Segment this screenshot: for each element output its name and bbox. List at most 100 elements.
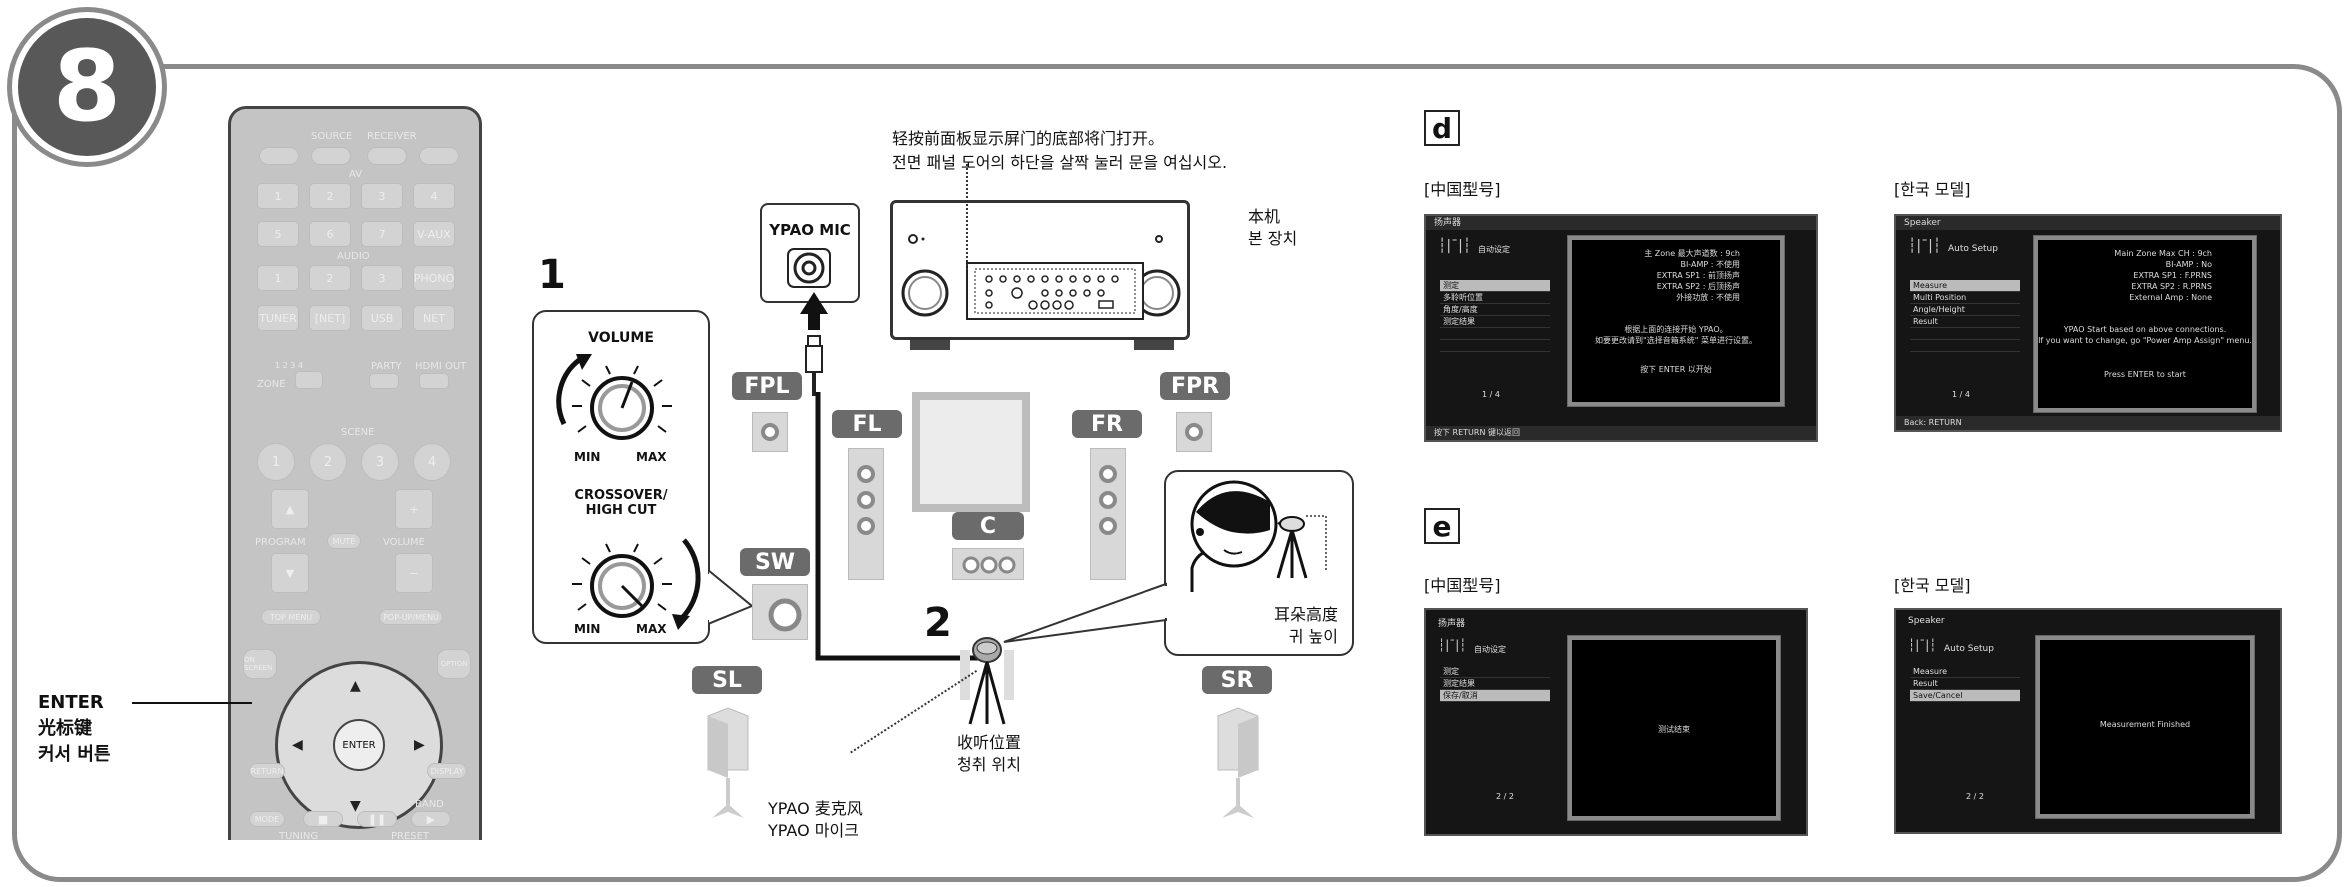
e-cn-menu-item[interactable]: 测定结果 [1440, 678, 1550, 690]
popup-menu-button[interactable]: POP-UP/MENU [379, 609, 443, 625]
usb-button[interactable]: USB [361, 305, 403, 331]
e-cn-menu-item[interactable]: 保存/取消 [1440, 690, 1550, 702]
crossover-title-line2: HIGH CUT [585, 503, 657, 518]
zone-numbers: 1 2 3 4 [275, 361, 303, 370]
audio2-button[interactable]: 2 [309, 265, 351, 291]
d-ko-menu-item[interactable]: Measure [1910, 280, 2020, 292]
fpl-channel-label: FPL [732, 372, 802, 400]
cursor-dpad[interactable]: ▲ ▼ ◀ ▶ ENTER [275, 661, 443, 829]
top-menu-button[interactable]: TOP MENU [261, 609, 321, 625]
e-cn-menu-item[interactable]: 测定 [1440, 666, 1550, 678]
e-cn-menu: 测定 测定结果 保存/取消 [1440, 666, 1550, 702]
d-ko-info-panel: Main Zone Max CH : 9ch BI-AMP : No EXTRA… [2033, 235, 2257, 413]
vaux-button[interactable]: V-AUX [413, 221, 455, 247]
hdmi-out-button[interactable] [419, 373, 449, 389]
cursor-up-icon[interactable]: ▲ [350, 678, 361, 694]
tuner-button[interactable]: TUNER [257, 305, 299, 331]
scene2-button[interactable]: 2 [309, 443, 347, 481]
remote-control: SOURCE RECEIVER AV 1 2 3 4 5 6 7 V-AUX A… [228, 106, 482, 840]
step-number-badge: 8 [12, 12, 162, 162]
receiver-foot-left [910, 340, 950, 350]
av4-button[interactable]: 4 [413, 183, 455, 209]
d-ko-speaker-icon: ┆|¯|┆ [1908, 238, 1942, 254]
d-cn-menu-item[interactable]: 测定结果 [1440, 316, 1550, 328]
d-ko-menu-item[interactable]: Angle/Height [1910, 304, 2020, 316]
av3-button[interactable]: 3 [361, 183, 403, 209]
main-unit-label-zh: 本机 [1248, 207, 1281, 226]
d-ko-menu-item[interactable]: Result [1910, 316, 2020, 328]
d-ko-info-line: External Amp : None [2129, 293, 2212, 302]
scene3-button[interactable]: 3 [361, 443, 399, 481]
d-cn-menu-item[interactable]: 测定 [1440, 280, 1550, 292]
audio1-button[interactable]: 1 [257, 265, 299, 291]
receiver-power-button[interactable] [419, 147, 459, 165]
on-screen-button[interactable]: ON SCREEN [243, 649, 277, 679]
e-ko-title: Auto Setup [1944, 644, 1994, 654]
enter-callout-ko: 커서 버튼 [38, 744, 111, 765]
display-button[interactable]: DISPLAY [427, 763, 467, 779]
volume-up-button[interactable]: + [395, 489, 433, 529]
av5-button[interactable]: 5 [257, 221, 299, 247]
volume-down-button[interactable]: − [395, 553, 433, 593]
knobbox-pointer-icon [708, 570, 754, 626]
d-ko-info-line: Main Zone Max CH : 9ch [2114, 249, 2212, 258]
play-button[interactable]: ▶ [411, 811, 451, 827]
d-cn-bottombar: 按下 RETURN 键以返回 [1426, 426, 1816, 440]
volume-knob-title: VOLUME [588, 330, 654, 346]
volume-knob-icon [556, 354, 672, 440]
e-ko-menu-item[interactable]: Save/Cancel [1910, 690, 2020, 702]
e-ko-menu-item[interactable]: Measure [1910, 666, 2020, 678]
e-ko-msg: Measurement Finished [2099, 720, 2191, 729]
program-up-button[interactable]: ▲ [271, 489, 309, 529]
av1-button[interactable]: 1 [257, 183, 299, 209]
enter-button[interactable]: ENTER [333, 719, 385, 771]
mic-cable-icon [815, 392, 988, 661]
zone-switch[interactable] [295, 371, 323, 389]
program-down-button[interactable]: ▼ [271, 553, 309, 593]
section-e-letter: e [1424, 508, 1460, 544]
party-button[interactable] [369, 373, 399, 389]
audio3-button[interactable]: 3 [361, 265, 403, 291]
party-label: PARTY [371, 361, 402, 372]
listening-position-ko: 청취 위치 [957, 755, 1021, 774]
mute-button[interactable]: MUTE [327, 533, 361, 549]
d-cn-menu-item[interactable]: 多聆听位置 [1440, 292, 1550, 304]
e-cn-page: 2 / 2 [1496, 792, 1514, 801]
source-button[interactable] [311, 147, 351, 165]
scene4-button[interactable]: 4 [413, 443, 451, 481]
hdmi-out-label: HDMI OUT [415, 361, 467, 372]
source-power-button[interactable] [259, 147, 299, 165]
option-button[interactable]: OPTION [437, 649, 471, 679]
receiver-front-panel-icon [901, 234, 1181, 320]
section-d-cn-label: [中国型号] [1424, 180, 1501, 199]
av6-button[interactable]: 6 [309, 221, 351, 247]
receiver-label: RECEIVER [367, 131, 417, 142]
receiver-button[interactable] [367, 147, 407, 165]
e-ko-menu: Measure Result Save/Cancel [1910, 666, 2020, 702]
pause-button[interactable]: ❚❚ [357, 811, 397, 827]
d-ko-menu-item[interactable]: Multi Position [1910, 292, 2020, 304]
main-unit-label-ko: 본 장치 [1248, 229, 1298, 248]
av7-button[interactable]: 7 [361, 221, 403, 247]
net-button[interactable]: NET [413, 305, 455, 331]
av2-button[interactable]: 2 [309, 183, 351, 209]
scene1-button[interactable]: 1 [257, 443, 295, 481]
bluetooth-button[interactable]: [NET] [309, 305, 351, 331]
cursor-down-icon[interactable]: ▼ [350, 798, 361, 814]
sl-channel-label: SL [692, 666, 762, 694]
cursor-right-icon[interactable]: ▶ [414, 737, 425, 753]
c-channel-label: C [952, 512, 1024, 540]
cursor-left-icon[interactable]: ◀ [292, 737, 303, 753]
e-ko-menu-item[interactable]: Result [1910, 678, 2020, 690]
section-d-letter: d [1424, 110, 1460, 146]
stop-button[interactable]: ■ [303, 811, 343, 827]
fpr-channel-label: FPR [1160, 372, 1230, 400]
band-label: BAND [415, 799, 444, 810]
return-button[interactable]: RETURN [249, 763, 285, 779]
center-speaker-cones-icon [962, 556, 1016, 574]
section-e-ko-screen: Speaker ┆|¯|┆ Auto Setup Measure Result … [1894, 608, 2282, 834]
mode-button[interactable]: MODE [249, 811, 285, 827]
listening-position-zh: 收听位置 [956, 733, 1021, 752]
d-cn-menu-item[interactable]: 角度/高度 [1440, 304, 1550, 316]
phono-button[interactable]: PHONO [413, 265, 455, 291]
